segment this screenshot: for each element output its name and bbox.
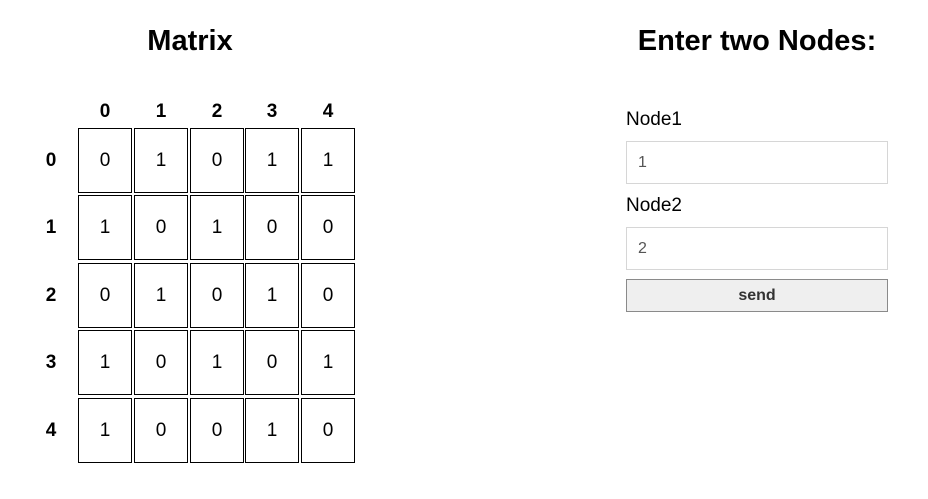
row-header: 4 (45, 420, 57, 441)
send-button[interactable]: send (626, 279, 888, 312)
matrix-cell: 0 (190, 263, 244, 328)
matrix-cell: 0 (301, 195, 355, 260)
node1-input[interactable] (626, 141, 888, 184)
matrix-cell: 1 (78, 330, 132, 395)
matrix-cell: 0 (78, 128, 132, 193)
matrix-cell: 1 (245, 398, 299, 463)
row-header: 3 (45, 352, 57, 373)
node2-input[interactable] (626, 227, 888, 270)
matrix-cell: 1 (78, 398, 132, 463)
form-title: Enter two Nodes: (637, 25, 877, 57)
matrix-cell: 1 (301, 330, 355, 395)
matrix-cell: 0 (301, 263, 355, 328)
column-header: 4 (322, 101, 334, 122)
column-header: 3 (266, 101, 278, 122)
matrix-cell: 0 (190, 398, 244, 463)
matrix-cell: 0 (78, 263, 132, 328)
matrix-cell: 1 (301, 128, 355, 193)
matrix-cell: 0 (190, 128, 244, 193)
matrix-cell: 1 (134, 263, 188, 328)
matrix-cell: 0 (245, 330, 299, 395)
matrix-cell: 0 (301, 398, 355, 463)
matrix-cell: 1 (190, 195, 244, 260)
matrix-cell: 1 (134, 128, 188, 193)
column-header: 0 (99, 101, 111, 122)
matrix-cell: 1 (245, 263, 299, 328)
matrix-cell: 0 (134, 195, 188, 260)
matrix-cell: 1 (190, 330, 244, 395)
matrix-cell: 0 (134, 330, 188, 395)
node2-label: Node2 (626, 195, 682, 216)
row-header: 1 (45, 217, 57, 238)
row-header: 2 (45, 285, 57, 306)
matrix-cell: 1 (245, 128, 299, 193)
matrix-title: Matrix (147, 25, 233, 57)
matrix-cell: 0 (245, 195, 299, 260)
column-header: 1 (155, 101, 167, 122)
row-header: 0 (45, 150, 57, 171)
node1-label: Node1 (626, 109, 682, 130)
column-header: 2 (211, 101, 223, 122)
matrix-cell: 1 (78, 195, 132, 260)
matrix-cell: 0 (134, 398, 188, 463)
